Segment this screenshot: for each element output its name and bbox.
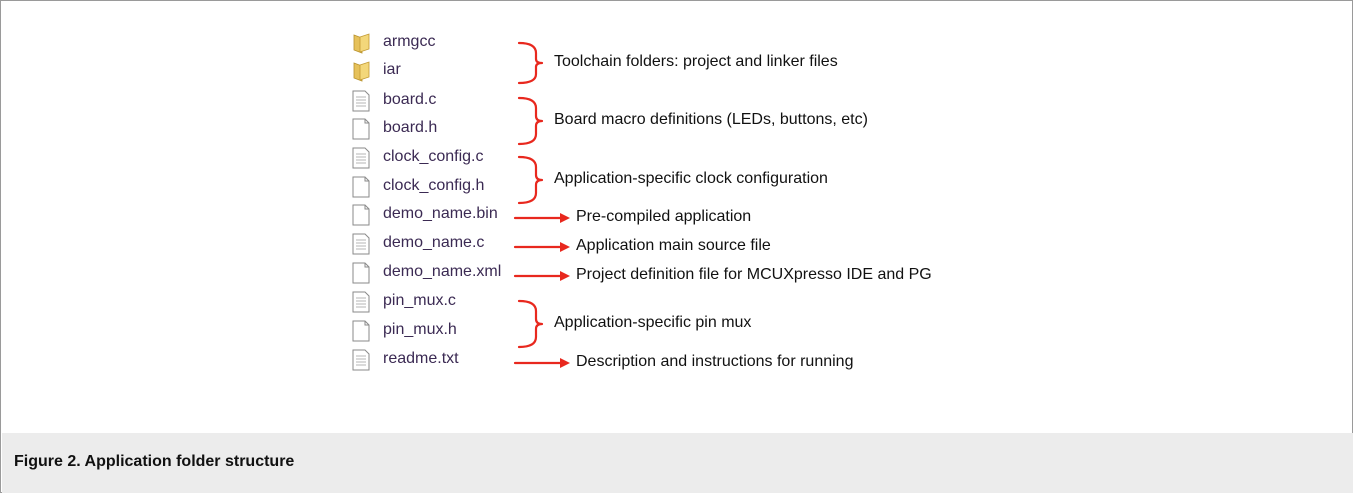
- brace-clock: [517, 155, 544, 205]
- arrowhead-main-c: [560, 242, 570, 252]
- file-name: board.h: [383, 119, 438, 136]
- file-name: pin_mux.c: [383, 292, 456, 309]
- arrowhead-bin: [560, 213, 570, 223]
- folder-structure-figure: armgcc iar board.c board.h: [339, 23, 1023, 426]
- description-xml: Project definition file for MCUXpresso I…: [576, 266, 932, 283]
- brace-board: [517, 96, 544, 146]
- file-name: demo_name.c: [383, 234, 485, 251]
- text-file-icon: [352, 233, 370, 255]
- file-name: demo_name.bin: [383, 205, 498, 222]
- description-bin: Pre-compiled application: [576, 208, 752, 225]
- annotation-marks: [513, 41, 570, 368]
- figure-caption: Figure 2. Application folder structure: [14, 453, 295, 470]
- description-toolchain: Toolchain folders: project and linker fi…: [554, 53, 838, 70]
- file-name: demo_name.xml: [383, 263, 502, 280]
- text-file-icon: [352, 291, 370, 313]
- brace-pin-mux: [517, 299, 544, 349]
- file-name: board.c: [383, 91, 437, 108]
- file-icon: [352, 176, 370, 198]
- brace-toolchain: [517, 41, 544, 85]
- file-icon: [352, 118, 370, 140]
- file-name: readme.txt: [383, 350, 459, 367]
- description-readme: Description and instructions for running: [576, 353, 854, 370]
- folder-icon: [353, 61, 370, 82]
- arrowhead-readme: [560, 358, 570, 368]
- text-file-icon: [352, 349, 370, 371]
- description-clock: Application-specific clock configuration: [554, 170, 828, 187]
- file-icon: [352, 262, 370, 284]
- file-name: clock_config.c: [383, 148, 484, 165]
- file-icon: [352, 320, 370, 342]
- file-name: iar: [383, 61, 401, 78]
- file-icon: [352, 204, 370, 226]
- file-name: armgcc: [383, 33, 436, 50]
- description-board: Board macro definitions (LEDs, buttons, …: [554, 111, 868, 128]
- description-pin-mux: Application-specific pin mux: [554, 314, 752, 331]
- file-name: clock_config.h: [383, 177, 485, 194]
- folder-icon: [353, 33, 370, 54]
- text-file-icon: [352, 90, 370, 112]
- file-name: pin_mux.h: [383, 321, 457, 338]
- arrowhead-xml: [560, 271, 570, 281]
- description-main-c: Application main source file: [576, 237, 771, 254]
- text-file-icon: [352, 147, 370, 169]
- caption-bar: Figure 2. Application folder structure: [2, 433, 1353, 493]
